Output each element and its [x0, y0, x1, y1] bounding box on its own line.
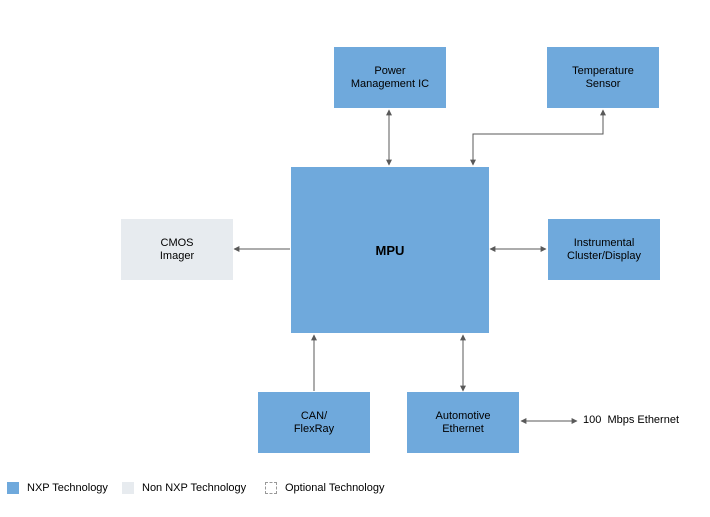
mpu-block: MPU — [291, 167, 489, 333]
power-management-block: Power Management IC — [334, 47, 446, 108]
legend-optional-label: Optional Technology — [285, 482, 385, 494]
legend-non-nxp-swatch — [122, 482, 134, 494]
instrument-cluster-label: Instrumental Cluster/Display — [567, 236, 641, 262]
temperature-sensor-label: Temperature Sensor — [572, 64, 634, 90]
cmos-imager-block: CMOS Imager — [121, 219, 233, 280]
legend-non-nxp: Non NXP Technology — [122, 481, 246, 495]
cmos-imager-label: CMOS Imager — [159, 236, 195, 262]
automotive-ethernet-label: Automotive Ethernet — [435, 409, 491, 435]
automotive-ethernet-block: Automotive Ethernet — [407, 392, 519, 453]
legend-nxp-label: NXP Technology — [27, 482, 108, 494]
legend-nxp: NXP Technology — [7, 481, 108, 495]
legend-non-nxp-label: Non NXP Technology — [142, 482, 247, 494]
temperature-sensor-block: Temperature Sensor — [547, 47, 659, 108]
can-flexray-block: CAN/ FlexRay — [258, 392, 370, 453]
legend-optional-swatch — [265, 482, 277, 494]
temp-mpu-connector — [470, 109, 606, 166]
ethernet-external-label: 100 Mbps Ethernet — [583, 414, 680, 426]
instrument-cluster-block: Instrumental Cluster/Display — [548, 219, 660, 280]
power-management-label: Power Management IC — [350, 64, 430, 90]
mpu-label: MPU — [375, 242, 405, 258]
legend-nxp-swatch — [7, 482, 19, 494]
legend-optional: Optional Technology — [265, 481, 384, 495]
can-flexray-label: CAN/ FlexRay — [293, 409, 335, 435]
